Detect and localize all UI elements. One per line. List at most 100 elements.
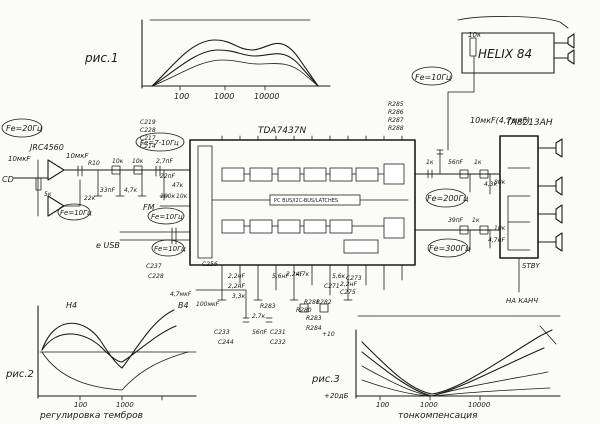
part-label: +10 bbox=[322, 331, 335, 338]
main-chip-label: TDA7437N bbox=[258, 126, 306, 136]
part-label: C228 bbox=[148, 273, 164, 280]
helix-pot-label: 10к bbox=[468, 31, 482, 39]
internal-bus-label: PC BUS/I2C-BUS/LATCHES bbox=[274, 198, 338, 204]
part-label: R286 bbox=[388, 109, 404, 116]
part-label: 4,7к bbox=[296, 271, 310, 278]
part-label: C217 bbox=[140, 135, 156, 142]
opamp-label: JRC4560 bbox=[28, 143, 64, 152]
part-label: 5к bbox=[44, 191, 52, 198]
fig2-label-b4: В4 bbox=[178, 301, 189, 310]
fig3-tick-100: 100 bbox=[376, 401, 390, 409]
opamp-icon bbox=[47, 195, 65, 217]
part-label: R287 bbox=[388, 117, 404, 124]
opamp-input-cap-label: 10мкF bbox=[8, 155, 31, 163]
fig3-tick-10000: 10000 bbox=[468, 401, 491, 409]
part-label: 1к bbox=[474, 159, 482, 166]
part-label: 1к bbox=[426, 159, 434, 166]
part-label: 39пF bbox=[448, 217, 464, 224]
helix-label: HELIX 84 bbox=[478, 47, 532, 61]
fig2-tone-control: Н4 В4 рис.2 100 1000 регулировка тембров bbox=[5, 301, 197, 421]
fe-opamp-out-note: Fe=10Гц bbox=[60, 209, 92, 217]
stby-label: STBY bbox=[522, 262, 540, 270]
part-label: 2,7пF bbox=[156, 158, 173, 165]
part-label: 3,3к bbox=[232, 293, 246, 300]
chip-input-cap-label: 10мкF bbox=[66, 152, 89, 160]
part-label: 80к bbox=[494, 179, 506, 186]
helix-block: HELIX 84 10к bbox=[447, 16, 575, 151]
fig2-bottom-caption: регулировка тембров bbox=[39, 411, 143, 421]
fe-opamp-note: Fe=20Гц bbox=[6, 124, 43, 133]
part-label: 10к bbox=[494, 225, 506, 232]
part-label: 2,2нF bbox=[340, 281, 357, 288]
part-label: C228 bbox=[140, 127, 156, 134]
part-label: C256 bbox=[202, 261, 218, 268]
fig2-tick-1000: 1000 bbox=[116, 401, 134, 409]
speaker-icon bbox=[567, 33, 575, 49]
part-label: 56пF bbox=[252, 329, 268, 336]
part-label: R285 bbox=[388, 101, 404, 108]
part-label: C271 bbox=[324, 283, 340, 290]
part-label: 100мкF bbox=[196, 301, 220, 308]
speaker-icon bbox=[567, 49, 575, 65]
speaker-icon bbox=[555, 138, 563, 158]
to-ground-label: НА КАНЧ bbox=[506, 297, 538, 305]
part-label: R283 bbox=[306, 315, 322, 322]
input-cd-label: CD bbox=[2, 175, 14, 184]
part-label: R283 bbox=[260, 303, 276, 310]
input-fm-label: FM bbox=[143, 203, 155, 212]
fig3-loudness: рис.3 +20дБ 100 1000 10000 тонкомпенсаци… bbox=[311, 315, 561, 421]
part-label: 10к bbox=[132, 158, 144, 165]
fe-front-note: Fe=200Гц bbox=[427, 194, 469, 203]
fe-chip-in1-note: Fe=7-10Гц bbox=[140, 139, 179, 147]
part-label: C219 bbox=[140, 119, 156, 126]
part-label: 5,6нF bbox=[272, 273, 289, 280]
part-label: R280 bbox=[296, 307, 312, 314]
part-label: R10 bbox=[88, 160, 100, 167]
part-label: 22к bbox=[84, 195, 96, 202]
input-usb-label: e USB bbox=[96, 241, 120, 250]
part-label: C275 bbox=[340, 289, 356, 296]
part-label: 4,3к bbox=[484, 181, 498, 188]
part-label: R282 bbox=[316, 299, 332, 306]
fig1-tick-1000: 1000 bbox=[214, 92, 234, 101]
part-label: 4,7к bbox=[124, 187, 138, 194]
part-label: 22пF bbox=[160, 173, 176, 180]
part-label: C231 bbox=[270, 329, 286, 336]
fig1-frequency-response: рис.1 100 1000 10000 bbox=[84, 19, 331, 101]
part-label: C214 bbox=[140, 143, 156, 150]
part-label: C237 bbox=[146, 263, 162, 270]
part-label: C232 bbox=[270, 339, 286, 346]
part-label: 10к bbox=[112, 158, 124, 165]
amp-chip-label: TA8213AH bbox=[506, 118, 553, 128]
fig3-offset: +20дБ bbox=[324, 392, 349, 400]
fe-rear-note: Fe=300Гц bbox=[429, 244, 471, 253]
part-label: R284 bbox=[306, 325, 322, 332]
amp-chip: TA8213AH STBY НА КАНЧ bbox=[499, 118, 563, 305]
opamp-block: JRC4560 bbox=[28, 143, 65, 217]
fig1-caption: рис.1 bbox=[84, 51, 118, 65]
part-label: C244 bbox=[218, 339, 234, 346]
part-label: C273 bbox=[346, 275, 362, 282]
part-label: 4,7нF bbox=[488, 237, 505, 244]
fig2-caption: рис.2 bbox=[5, 369, 34, 380]
part-label: 56пF bbox=[448, 159, 464, 166]
fe-chip-in3-note: Fe=10Гц bbox=[154, 245, 186, 253]
part-label: 2,2нF bbox=[228, 273, 245, 280]
part-label: 47к bbox=[172, 182, 184, 189]
fig3-caption: рис.3 bbox=[311, 374, 340, 385]
speaker-icon bbox=[555, 232, 563, 252]
speaker-icon bbox=[555, 176, 563, 196]
part-label: 2,7к bbox=[252, 313, 266, 320]
fig1-tick-100: 100 bbox=[174, 92, 189, 101]
main-chip: TDA7437N PC BUS/I2C-BUS/LATCHES bbox=[189, 126, 416, 270]
part-label: 33пF bbox=[100, 187, 116, 194]
helix-cap-label: 10мкF(4,7мкF) bbox=[470, 116, 530, 125]
fig3-bottom-caption: тонкомпенсация bbox=[398, 411, 478, 421]
part-label: 10к bbox=[176, 193, 188, 200]
part-label: 1к bbox=[472, 217, 480, 224]
part-label: 4,7мкF bbox=[170, 291, 192, 298]
speaker-icon bbox=[555, 204, 563, 224]
fe-helix-note: Fe=10Гц bbox=[415, 73, 452, 82]
